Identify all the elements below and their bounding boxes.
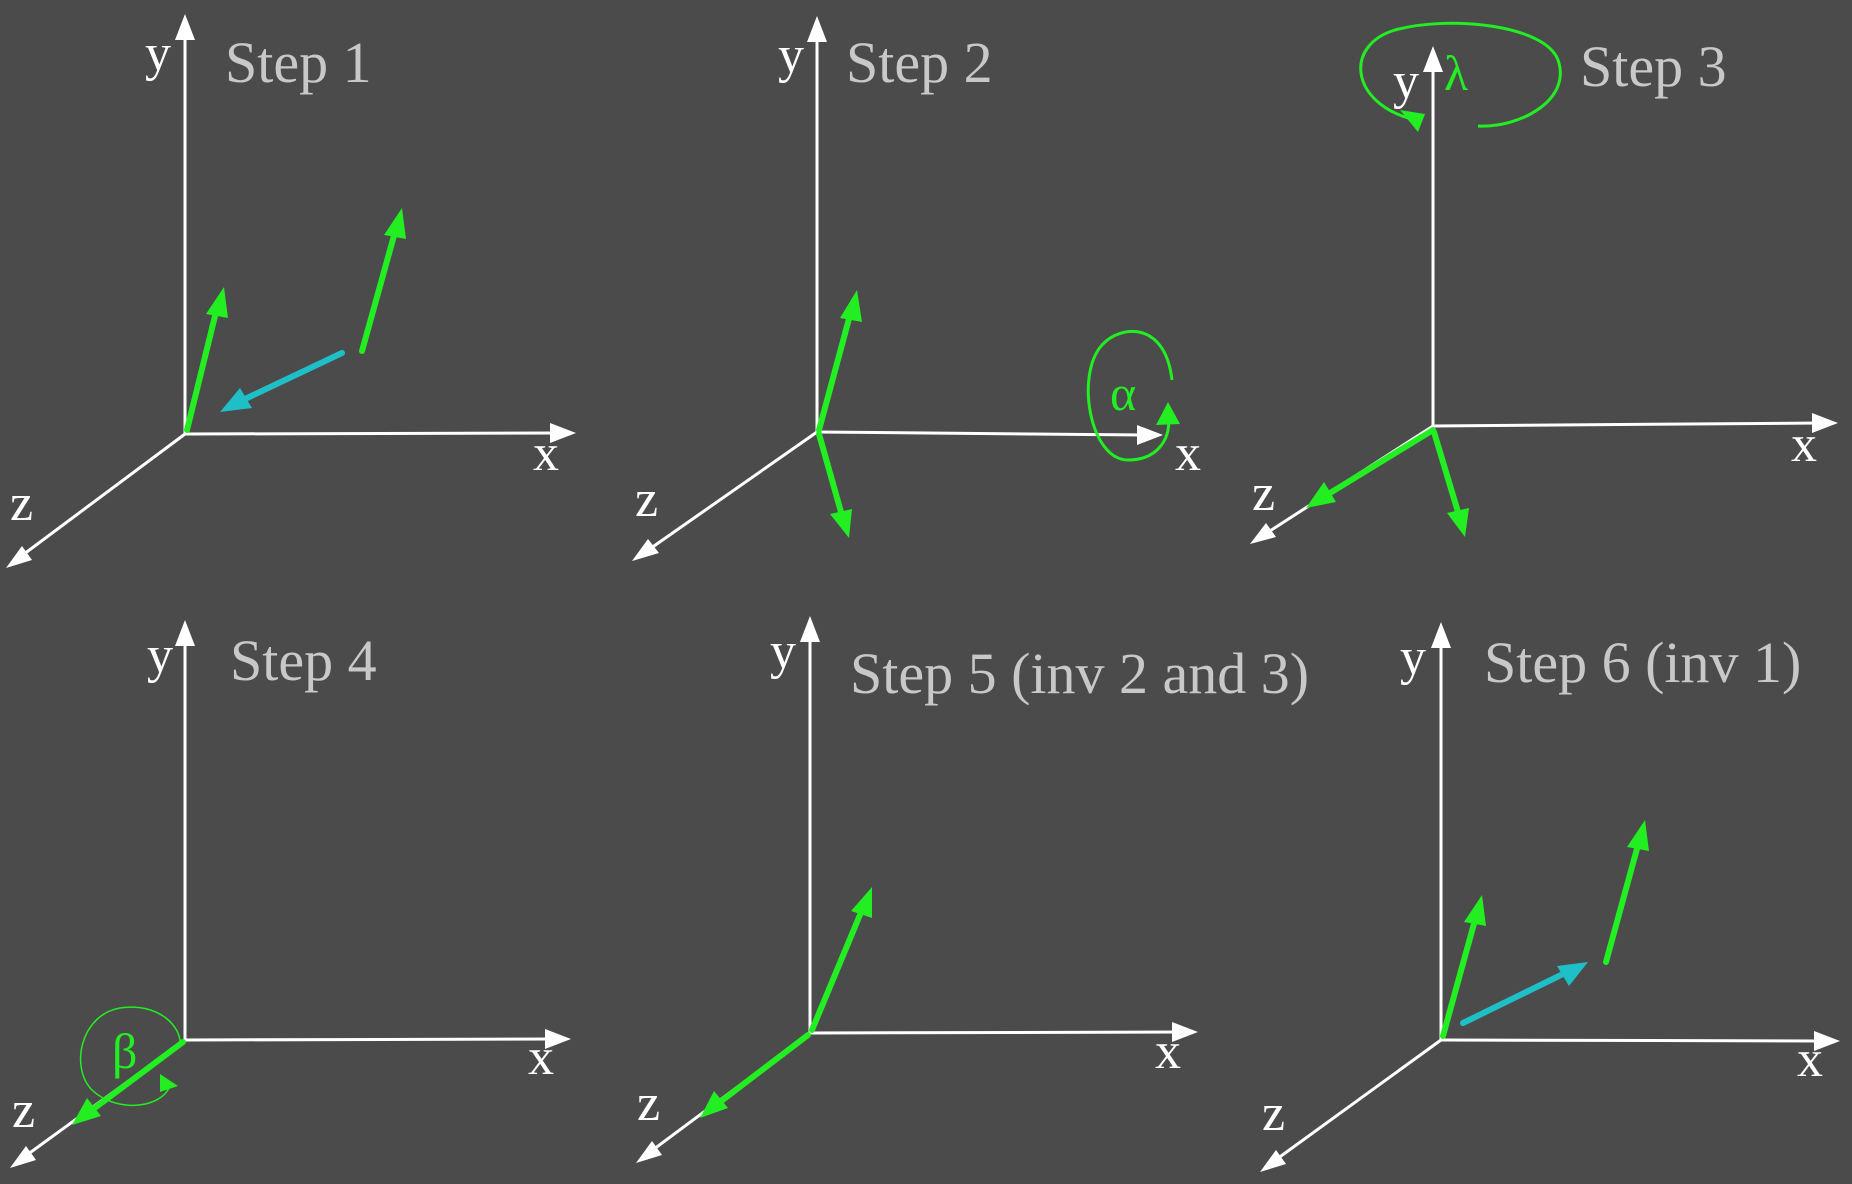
green-vector-offset [359,208,406,354]
z-axis-label: z [635,471,658,528]
y-axis-arrowhead [800,616,820,642]
x-axis-arrowhead [1814,1031,1840,1051]
axes: y x z [1250,46,1838,544]
green-vector [184,287,228,433]
panel-step-3: y x z Step 3 λ [1250,21,1838,544]
cyan-translation-vector [1460,962,1588,1026]
panel-step-1: y x z Step 1 [6,14,576,568]
green-vector-down [1431,429,1469,537]
x-axis-label: x [528,1029,554,1086]
panel-step-2: y x z Step 2 α [632,16,1201,561]
x-axis [184,431,559,436]
x-axis [184,1037,554,1042]
z-axis-label: z [637,1075,660,1132]
x-axis [1432,421,1821,428]
rotation-arrowhead [160,1074,178,1092]
x-axis-label: x [533,425,559,482]
panel-step-5: y x z Step 5 (inv 2 and 3) [636,616,1309,1163]
x-axis-arrowhead [545,1029,571,1049]
y-axis-label: y [770,623,796,680]
y-axis-label: y [1393,53,1419,110]
x-axis-label: x [1155,1023,1181,1080]
y-axis-label: y [147,627,173,684]
panel-step-6: y x z Step 6 (inv 1) [1260,622,1840,1172]
z-axis-arrowhead [6,546,32,568]
green-vector-up [816,290,862,433]
beta-symbol: β [112,1023,137,1079]
z-axis-label: z [1262,1085,1285,1142]
green-vector-along-z [1306,427,1436,508]
rotation-arrowhead [1156,402,1180,425]
z-axis [15,432,186,562]
step-title: Step 4 [230,628,377,693]
green-vector-up [809,887,872,1033]
rotation-arc [1086,329,1174,462]
x-axis [816,430,1146,437]
z-rotation-indicator: β [79,1006,181,1107]
step-title: Step 3 [1580,34,1727,99]
x-axis-arrowhead [1172,1022,1198,1042]
y-rotation-indicator: λ [1359,21,1562,132]
x-axis-label: x [1797,1031,1823,1088]
x-axis-arrowhead [1812,413,1838,433]
axes: y x z [1260,622,1840,1172]
green-vector-along-z [72,1039,186,1125]
z-axis-arrowhead [632,539,659,561]
rotation-arrowhead [1400,110,1425,132]
axes: y x z [632,16,1201,561]
axes: y x z [6,14,576,568]
x-rotation-indicator: α [1086,329,1180,462]
z-axis [1269,1038,1442,1166]
z-axis-label: z [12,1082,35,1139]
cyan-translation-vector [220,350,345,412]
rotation-arc [1359,21,1562,128]
axes: y x z [10,620,571,1168]
y-axis-label: y [145,25,171,82]
x-axis-label: x [1175,425,1201,482]
x-axis-arrowhead [1137,425,1163,445]
step-title: Step 6 (inv 1) [1484,630,1801,695]
green-vector-down [816,431,852,538]
y-axis-arrowhead [807,16,827,42]
x-axis [809,1030,1181,1035]
green-vector-offset [1603,820,1649,965]
y-axis-label: y [1400,629,1426,686]
y-axis-label: y [778,27,804,84]
z-axis-label: z [1252,465,1275,522]
z-axis-arrowhead [1260,1150,1286,1172]
green-vector [1440,895,1486,1039]
lambda-symbol: λ [1444,45,1468,101]
z-axis-arrowhead [10,1146,36,1168]
green-vector-along-z [700,1032,811,1118]
y-axis-arrowhead [1423,46,1443,72]
z-axis-arrowhead [1250,523,1276,544]
rotation-arc [79,1006,181,1107]
panel-step-4: y x z Step 4 β [10,620,571,1168]
z-axis-arrowhead [636,1141,662,1163]
x-axis-label: x [1791,416,1817,473]
x-axis-arrowhead [550,423,576,443]
step-title: Step 2 [846,30,993,95]
step-title: Step 5 (inv 2 and 3) [850,641,1309,706]
x-axis [1440,1038,1823,1043]
z-axis [643,430,818,555]
step-title: Step 1 [225,30,372,95]
y-axis-arrowhead [1431,622,1451,648]
z-axis-label: z [10,475,33,532]
y-axis-arrowhead [175,620,195,646]
alpha-symbol: α [1110,365,1136,421]
y-axis-arrowhead [175,14,195,40]
